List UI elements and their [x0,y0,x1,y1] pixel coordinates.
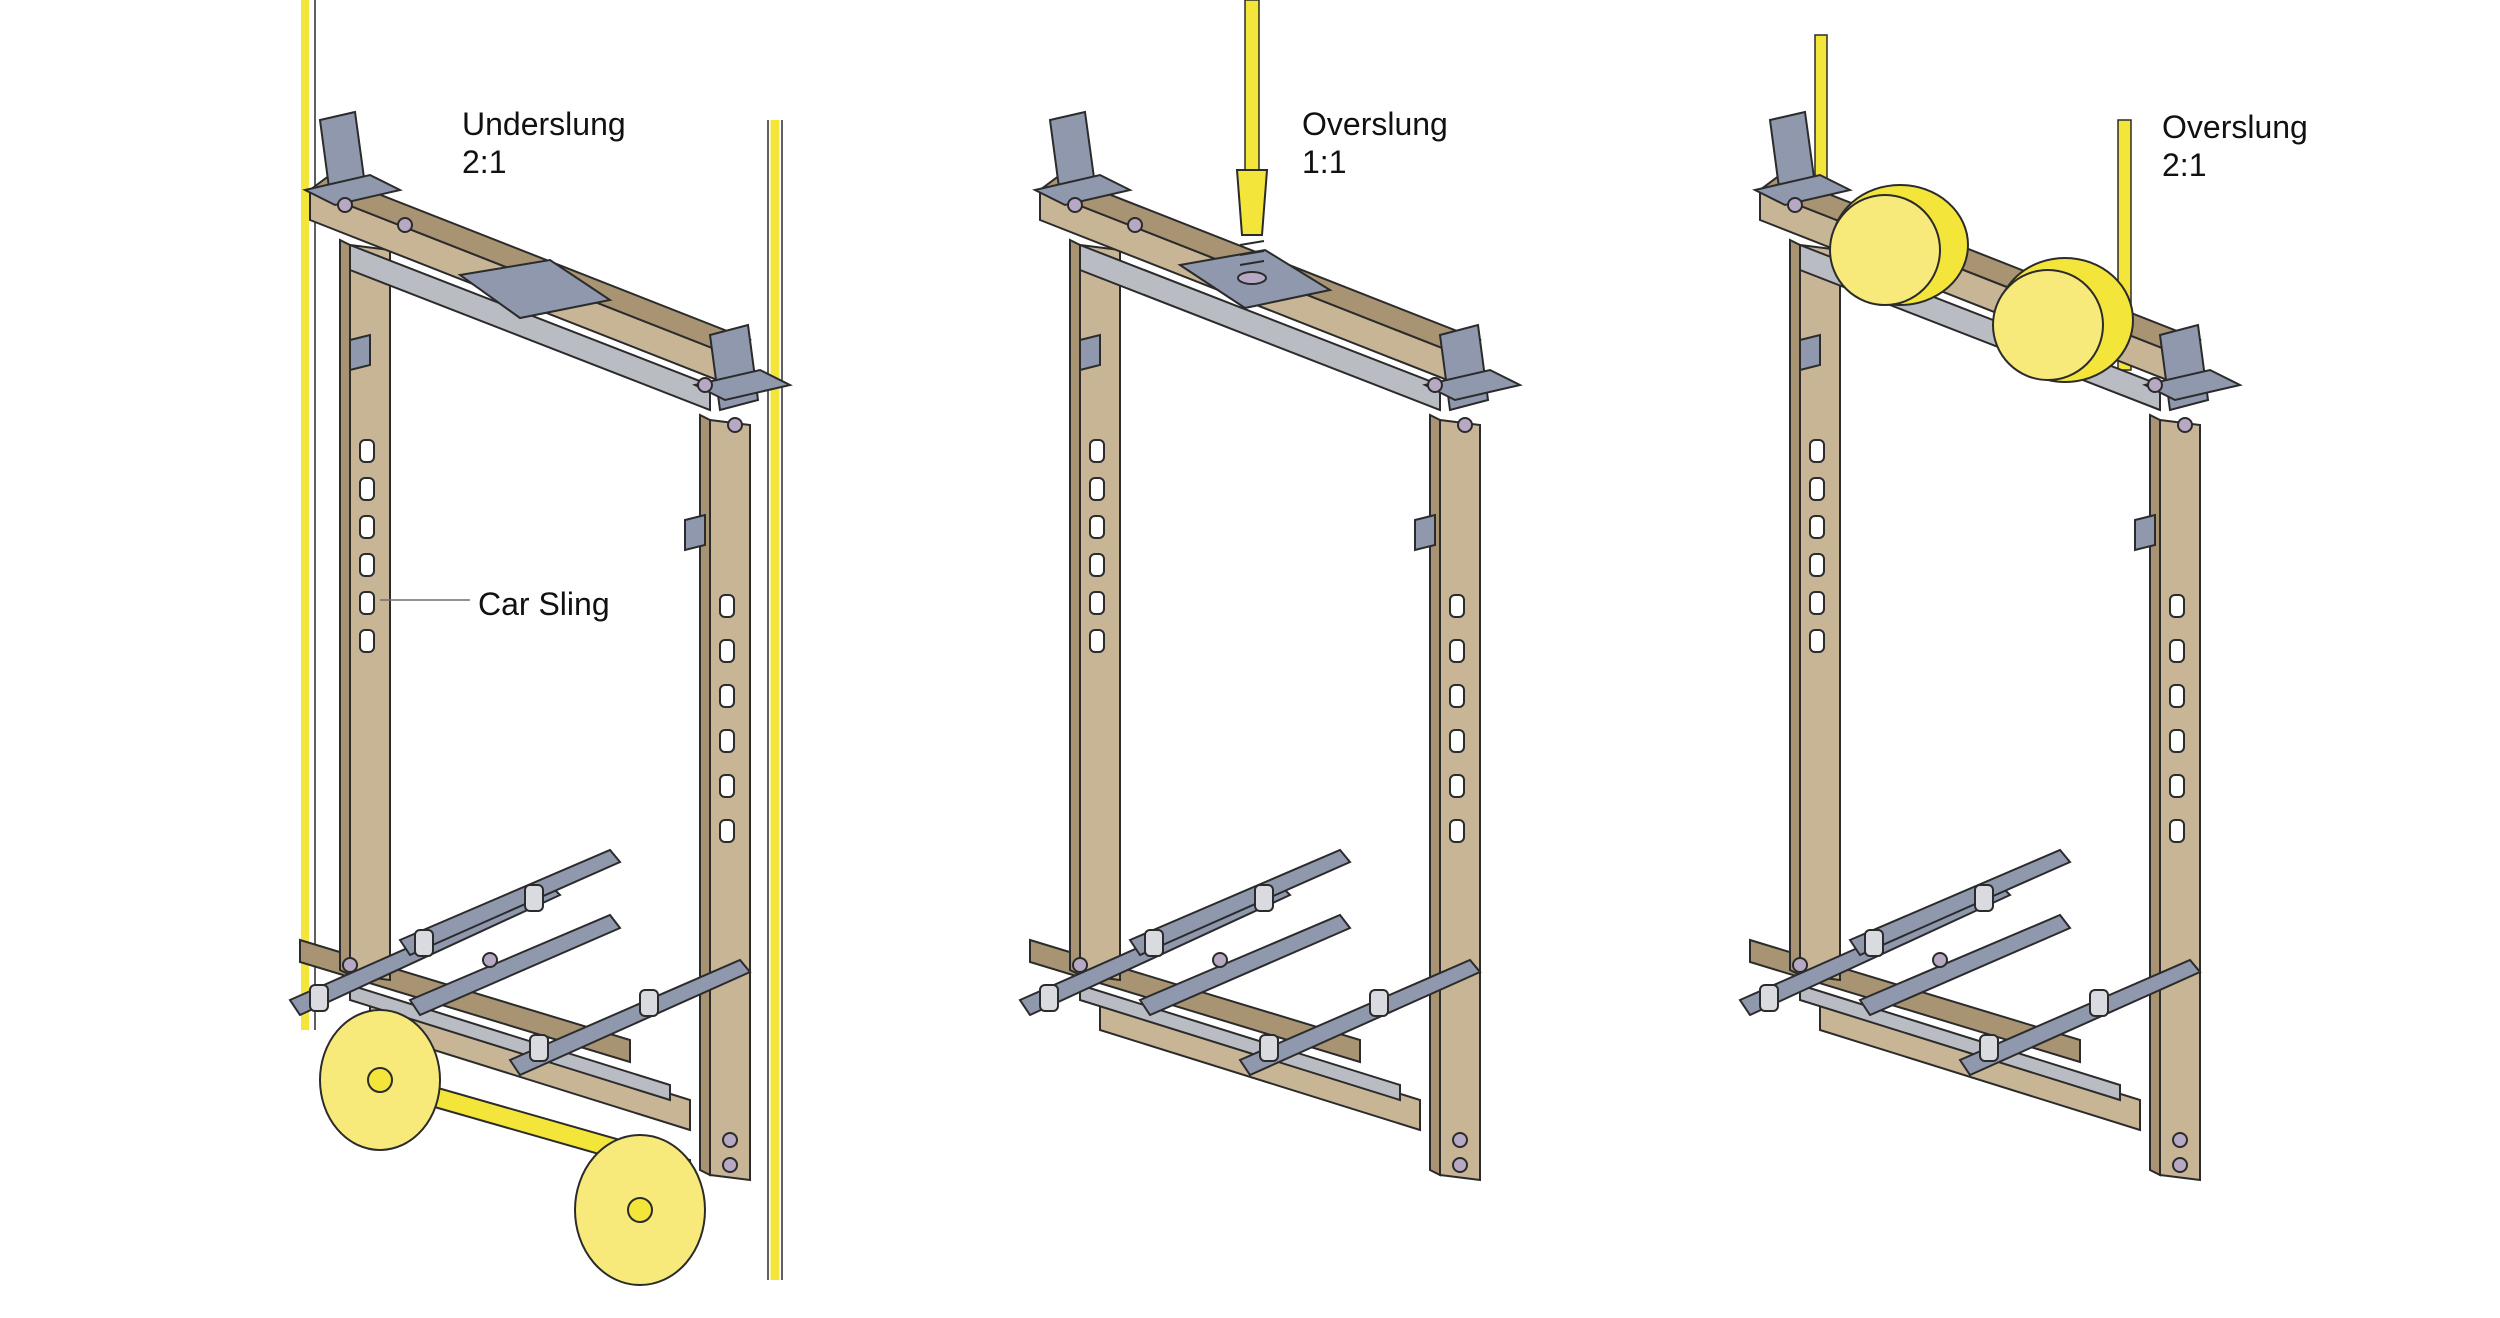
sheave-left [319,1009,441,1151]
figure-3-label: Overslung 2:1 [2162,108,2308,184]
figure-1-label-line2: 2:1 [462,144,507,180]
figure-1-label-line1: Underslung [462,106,626,142]
figure-underslung [289,0,791,1286]
sheave-right [1992,257,2134,383]
figure-1-label: Underslung 2:1 [462,105,626,181]
figure-2-label: Overslung 1:1 [1302,105,1448,181]
figure-2-label-line2: 1:1 [1302,144,1347,180]
figure-2-label-line1: Overslung [1302,106,1448,142]
figure-3-label-line1: Overslung [2162,109,2308,145]
figure-overslung-1-1 [1019,0,1521,1181]
sheave-left [1829,184,1969,306]
figure-overslung-2-1 [1739,34,2241,1181]
hitch-rope [1244,0,1260,171]
figure-3-label-line2: 2:1 [2162,147,2207,183]
car-sling-callout: Car Sling [478,585,610,623]
car-sling-label: Car Sling [478,586,610,622]
sheave-right [574,1134,706,1286]
